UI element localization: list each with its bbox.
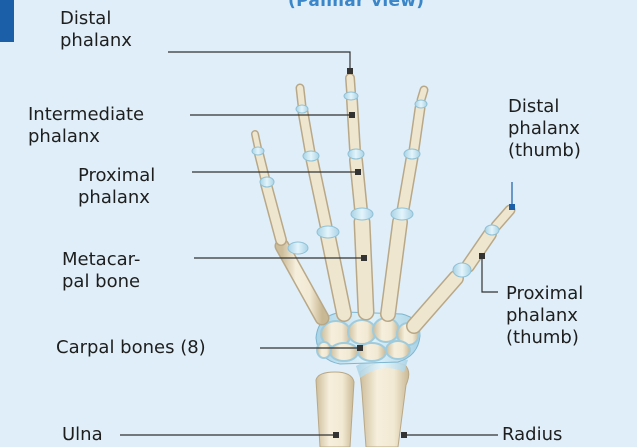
leader-distal-phalanx [168,52,350,72]
label-proximal-phalanx-thumb: Proximal phalanx (thumb) [506,283,583,349]
label-ulna: Ulna [62,424,103,446]
leader-lines [120,52,512,435]
carpal-bone [386,341,410,359]
label-proximal-phalanx: Proximal phalanx [78,165,155,209]
carpal-bone [330,343,358,361]
index-finger [388,90,424,314]
carpal-bone [317,342,331,358]
label-intermediate-phalanx: Intermediate phalanx [28,104,144,148]
label-carpal-bones: Carpal bones (8) [56,337,206,359]
forearm-bones [316,357,409,447]
label-distal-phalanx-thumb: Distal phalanx (thumb) [508,96,581,162]
joint-cartilage [252,92,499,277]
leader-proximal-phalanx-thumb [482,256,498,292]
label-distal-phalanx: Distal phalanx [60,8,132,52]
label-metacarpal-bone: Metacar- pal bone [62,249,140,293]
carpal-bone [348,320,376,344]
label-radius: Radius [502,424,562,446]
